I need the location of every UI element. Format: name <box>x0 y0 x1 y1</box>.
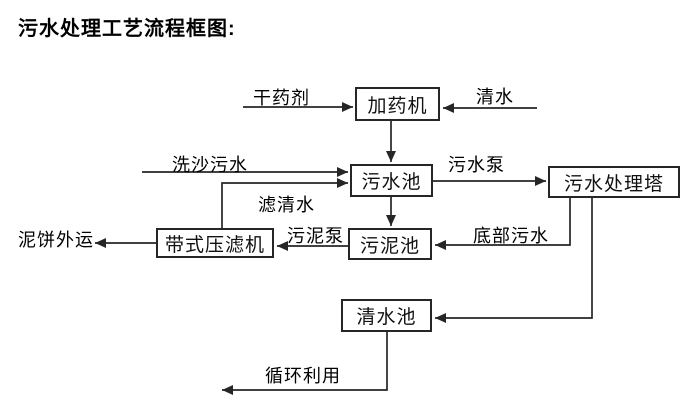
page-title: 污水处理工艺流程框图: <box>18 18 236 40</box>
node-sewage-pool: 污水池 <box>350 164 433 197</box>
flow-label-sewage-pump: 污水泵 <box>448 155 505 175</box>
node-sludge-pool: 污泥池 <box>348 228 432 260</box>
node-treatment-tower: 污水处理塔 <box>548 166 680 198</box>
edge-bottom-sewage <box>435 198 571 250</box>
flow-label-sludge-pump: 污泥泵 <box>287 226 344 246</box>
node-belt-filter-press: 带式压滤机 <box>156 228 274 258</box>
flow-label-recycling: 循环利用 <box>265 366 341 386</box>
flow-label-dry-chemical: 干药剂 <box>253 88 310 108</box>
edge-filtered-water <box>221 178 348 228</box>
node-dosing-machine: 加药机 <box>355 87 440 121</box>
edge-tower-to-clearpool <box>435 198 593 323</box>
node-clear-water-pool: 清水池 <box>341 299 432 332</box>
edge-recycling <box>222 332 388 395</box>
flow-label-sand-washing-sewage: 洗沙污水 <box>172 155 248 175</box>
flow-label-clear-water: 清水 <box>476 87 514 107</box>
flow-label-mud-cake-out: 泥饼外运 <box>18 230 94 250</box>
flow-label-filtered-water: 滤清水 <box>258 195 315 215</box>
flow-label-bottom-sewage: 底部污水 <box>473 226 549 246</box>
